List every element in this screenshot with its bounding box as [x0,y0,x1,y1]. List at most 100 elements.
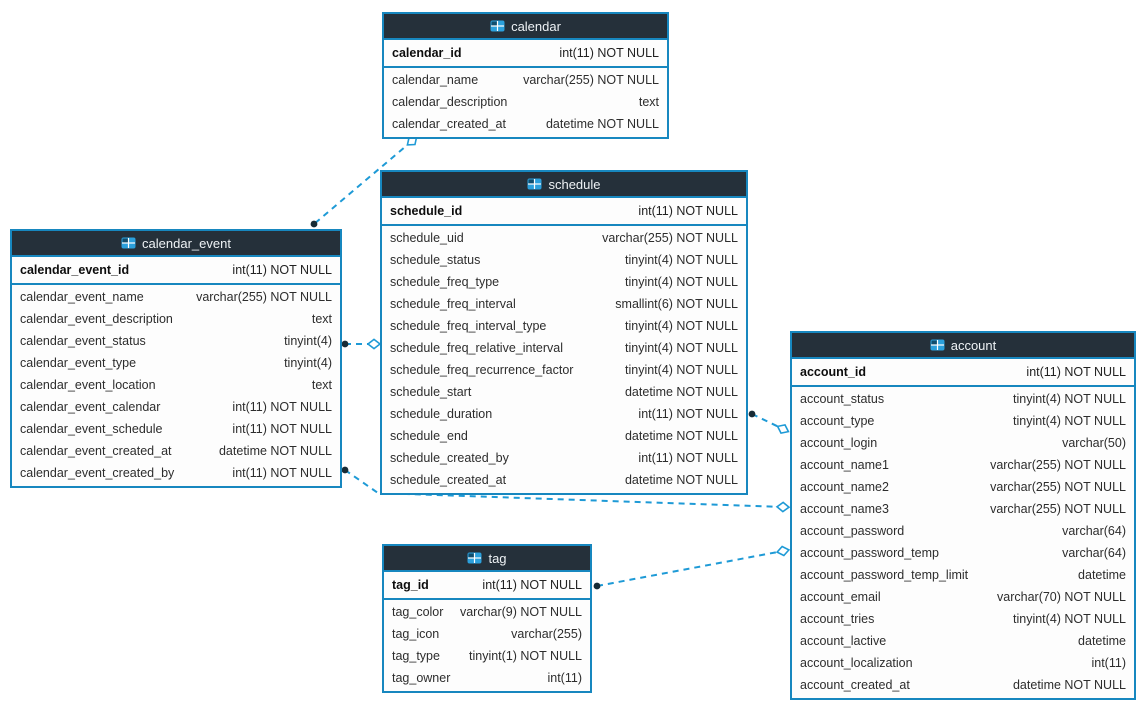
column-row: tag_type tinyint(1) NOT NULL [384,645,590,667]
primary-key-type: int(11) NOT NULL [1026,365,1126,379]
relation-calendar_event-to-account[interactable] [344,469,784,508]
column-type: varchar(255) NOT NULL [602,231,738,245]
column-type: tinyint(1) NOT NULL [469,649,582,663]
column-name: tag_icon [392,627,440,641]
column-name: schedule_freq_type [390,275,500,289]
relation-schedule-to-account[interactable] [751,413,784,430]
column-name: calendar_event_created_by [20,466,175,480]
column-type: varchar(255) NOT NULL [990,502,1126,516]
table-account[interactable]: account account_id int(11) NOT NULL acco… [790,331,1136,700]
table-title: calendar_event [142,235,231,251]
column-name: account_name3 [800,502,889,516]
table-calendar[interactable]: calendar calendar_id int(11) NOT NULL ca… [382,12,669,139]
column-row: tag_icon varchar(255) [384,623,590,645]
column-type: tinyint(4) [284,334,332,348]
table-calendar_event[interactable]: calendar_event calendar_event_id int(11)… [10,229,342,488]
relation-schedule-to-account-diamond-marker [776,423,790,435]
primary-key-type: int(11) NOT NULL [638,204,738,218]
table-icon [527,178,542,190]
table-header[interactable]: account [792,333,1134,359]
column-name: account_tries [800,612,875,626]
column-type: varchar(50) [1062,436,1126,450]
column-type: varchar(64) [1062,524,1126,538]
column-type: int(11) NOT NULL [232,466,332,480]
relation-calendar_event-to-schedule-diamond-marker [366,338,382,350]
table-title: calendar [511,18,561,34]
column-name: schedule_freq_relative_interval [390,341,564,355]
column-row: account_name3 varchar(255) NOT NULL [792,498,1134,520]
column-type: varchar(255) [511,627,582,641]
column-name: account_login [800,436,878,450]
column-name: schedule_freq_interval [390,297,516,311]
table-icon [930,339,945,351]
column-name: calendar_event_name [20,290,144,304]
column-row: calendar_event_created_by int(11) NOT NUL… [12,462,340,484]
column-name: account_type [800,414,875,428]
column-row: account_password_temp varchar(64) [792,542,1134,564]
column-type: tinyint(4) NOT NULL [625,253,738,267]
table-header[interactable]: calendar [384,14,667,40]
column-type: tinyint(4) [284,356,332,370]
column-type: text [311,312,332,326]
column-type: datetime [1078,634,1126,648]
column-type: varchar(64) [1062,546,1126,560]
column-name: account_name2 [800,480,889,494]
column-type: text [311,378,332,392]
table-header[interactable]: calendar_event [12,231,340,257]
column-name: account_password_temp [800,546,939,560]
column-type: tinyint(4) NOT NULL [1013,612,1126,626]
table-header[interactable]: schedule [382,172,746,198]
column-row: calendar_event_location text [12,374,340,396]
relation-tag-to-account-dot-marker [593,582,601,590]
column-type: varchar(255) NOT NULL [523,73,659,87]
column-type: text [638,95,659,109]
column-name: account_password_temp_limit [800,568,969,582]
primary-key-row: tag_id int(11) NOT NULL [384,572,590,600]
column-name: tag_type [392,649,440,663]
column-name: schedule_created_by [390,451,509,465]
column-name: calendar_event_schedule [20,422,163,436]
column-name: account_created_at [800,678,910,692]
column-name: account_name1 [800,458,889,472]
primary-key-row: schedule_id int(11) NOT NULL [382,198,746,226]
column-name: calendar_event_location [20,378,156,392]
primary-key-type: int(11) NOT NULL [482,578,582,592]
column-name: account_lactive [800,634,887,648]
column-name: schedule_freq_recurrence_factor [390,363,574,377]
column-name: schedule_status [390,253,481,267]
column-type: varchar(9) NOT NULL [459,605,582,619]
column-type: int(11) NOT NULL [232,422,332,436]
table-title: schedule [548,176,601,192]
table-schedule[interactable]: schedule schedule_id int(11) NOT NULL sc… [380,170,748,495]
table-title: tag [488,550,507,566]
column-type: tinyint(4) NOT NULL [625,319,738,333]
table-header[interactable]: tag [384,546,590,572]
column-name: calendar_event_calendar [20,400,161,414]
column-name: schedule_end [390,429,468,443]
primary-key-type: int(11) NOT NULL [232,263,332,277]
column-row: calendar_event_schedule int(11) NOT NULL [12,418,340,440]
relation-tag-to-account[interactable] [596,550,784,587]
column-type: datetime NOT NULL [1012,678,1126,692]
